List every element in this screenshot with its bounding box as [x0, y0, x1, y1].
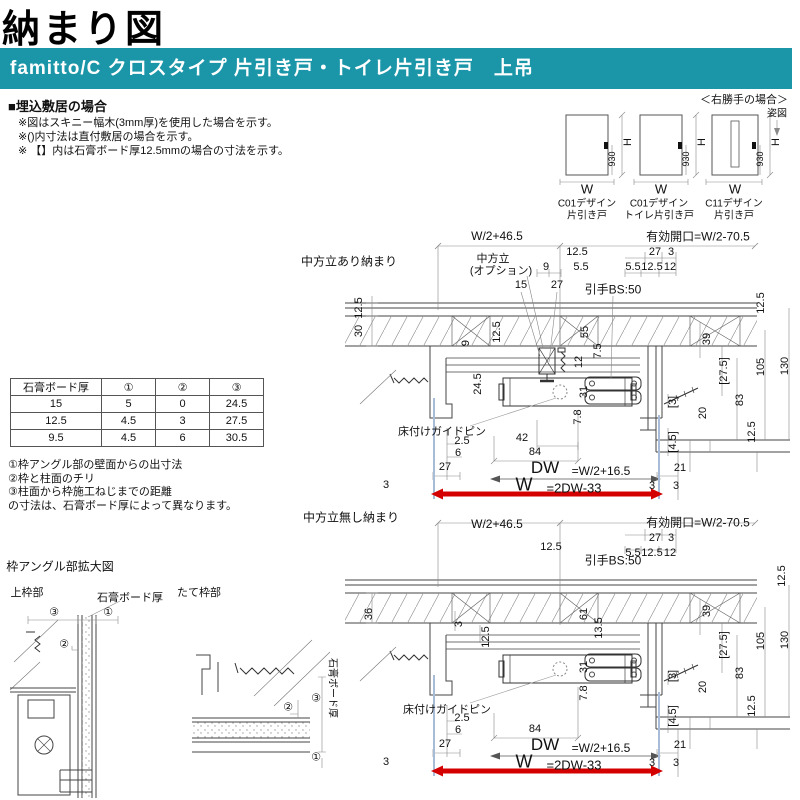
table-cell: 4.5 — [101, 429, 156, 447]
table-header: ③ — [209, 378, 264, 396]
door-elevations — [559, 111, 780, 185]
note-line: ②枠と柱面のチリ — [8, 472, 95, 485]
product-banner: famitto/C クロスタイプ 片引き戸・トイレ片引き戸 上吊 — [0, 48, 792, 89]
table-header: ② — [155, 378, 210, 396]
top-drawing-extras — [366, 269, 614, 450]
table-header: 石膏ボード厚 — [10, 378, 102, 396]
page-title: 納まり図 — [2, 9, 167, 51]
table-cell: 5 — [101, 395, 156, 413]
note-line: ※ 【】内は石膏ボード厚12.5mmの場合の寸法を示す。 — [18, 145, 289, 157]
table-cell: 0 — [155, 395, 210, 413]
section-drawing-geometry — [345, 242, 790, 500]
table-cell: 6 — [155, 429, 210, 447]
table-header: ① — [101, 378, 156, 396]
table-cell: 15 — [10, 395, 102, 413]
note-line: ※図はスキニー幅木(3mm厚)を使用した場合を示す。 — [18, 117, 278, 129]
table-cell: 30.5 — [209, 429, 264, 447]
note-line: の寸法は、石膏ボード厚によって異なります。 — [8, 499, 238, 512]
table-cell: 3 — [155, 412, 210, 430]
table-cell: 24.5 — [209, 395, 264, 413]
table-cell: 27.5 — [209, 412, 264, 430]
embedded-sill-notes: ※図はスキニー幅木(3mm厚)を使用した場合を示す。 ※()内寸法は直付敷居の場合… — [18, 116, 289, 158]
note-line: ③柱面から枠施工ねじまでの距離 — [8, 486, 172, 498]
table-cell: 12.5 — [10, 412, 102, 430]
bottom-drawing-extras — [366, 592, 481, 643]
table-cell: 4.5 — [101, 412, 156, 430]
note-line: ※()内寸法は直付敷居の場合を示す。 — [18, 131, 199, 143]
frame-angle-details — [9, 600, 331, 798]
note-line: ①枠アングル部の壁面からの出寸法 — [8, 459, 183, 471]
table-cell: 9.5 — [10, 429, 102, 447]
section-heading-embedded-sill: ■埋込敷居の場合 — [8, 99, 107, 114]
